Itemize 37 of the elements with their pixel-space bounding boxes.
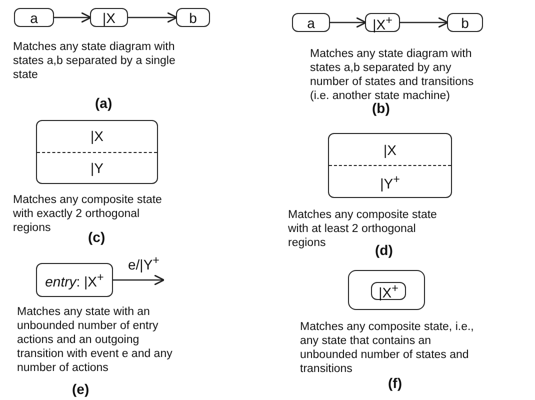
composite-state-box — [36, 120, 158, 184]
state-box — [365, 13, 400, 32]
state-box — [90, 8, 128, 27]
state-box — [14, 8, 54, 27]
state-box — [371, 282, 406, 300]
composite-state-box — [328, 133, 452, 198]
arrow — [113, 274, 165, 286]
panel-label: (e) — [72, 382, 90, 396]
description-text: Matches any state diagram with states a,b separated by a single state — [13, 40, 176, 82]
panel-label: (a) — [95, 96, 114, 110]
description-text: Matches any state diagram with states a,b separated by any number of states and transitions (i.e. another state machine) — [310, 47, 475, 102]
description-text: Matches any composite state, i.e., any state that contains an unbounded number of states and transitions — [300, 320, 475, 376]
region-name: |X — [384, 142, 396, 158]
state-box — [176, 8, 210, 27]
region-name: |Y — [90, 160, 104, 176]
arrow — [330, 16, 367, 28]
state-box — [36, 263, 113, 297]
composite-state-box — [348, 270, 425, 310]
panel-label: (f) — [388, 376, 403, 390]
state-name: |X — [102, 10, 116, 26]
region-name: |Y$^{+}$ — [380, 172, 400, 192]
arrow — [400, 16, 449, 28]
state-name: entry: |X$^{+}$ — [45, 270, 104, 290]
panel-label: (c) — [88, 230, 106, 244]
state-box — [292, 13, 330, 32]
state-name: |X$^{+}$ — [372, 12, 392, 32]
region-name: |X — [90, 128, 104, 144]
state-name: a — [307, 14, 315, 30]
arrow — [54, 12, 92, 24]
state-name: a — [30, 10, 38, 26]
description-text: Matches any state with an unbounded number of entry actions and an outgoing transition with event e and any number of actions — [17, 305, 174, 375]
panel-label: (b) — [372, 101, 391, 115]
arrow — [128, 12, 178, 24]
state-name: |X$^{+}$ — [378, 281, 398, 301]
state-name: b — [189, 10, 197, 26]
state-name: b — [461, 14, 469, 30]
state-box — [447, 13, 483, 32]
